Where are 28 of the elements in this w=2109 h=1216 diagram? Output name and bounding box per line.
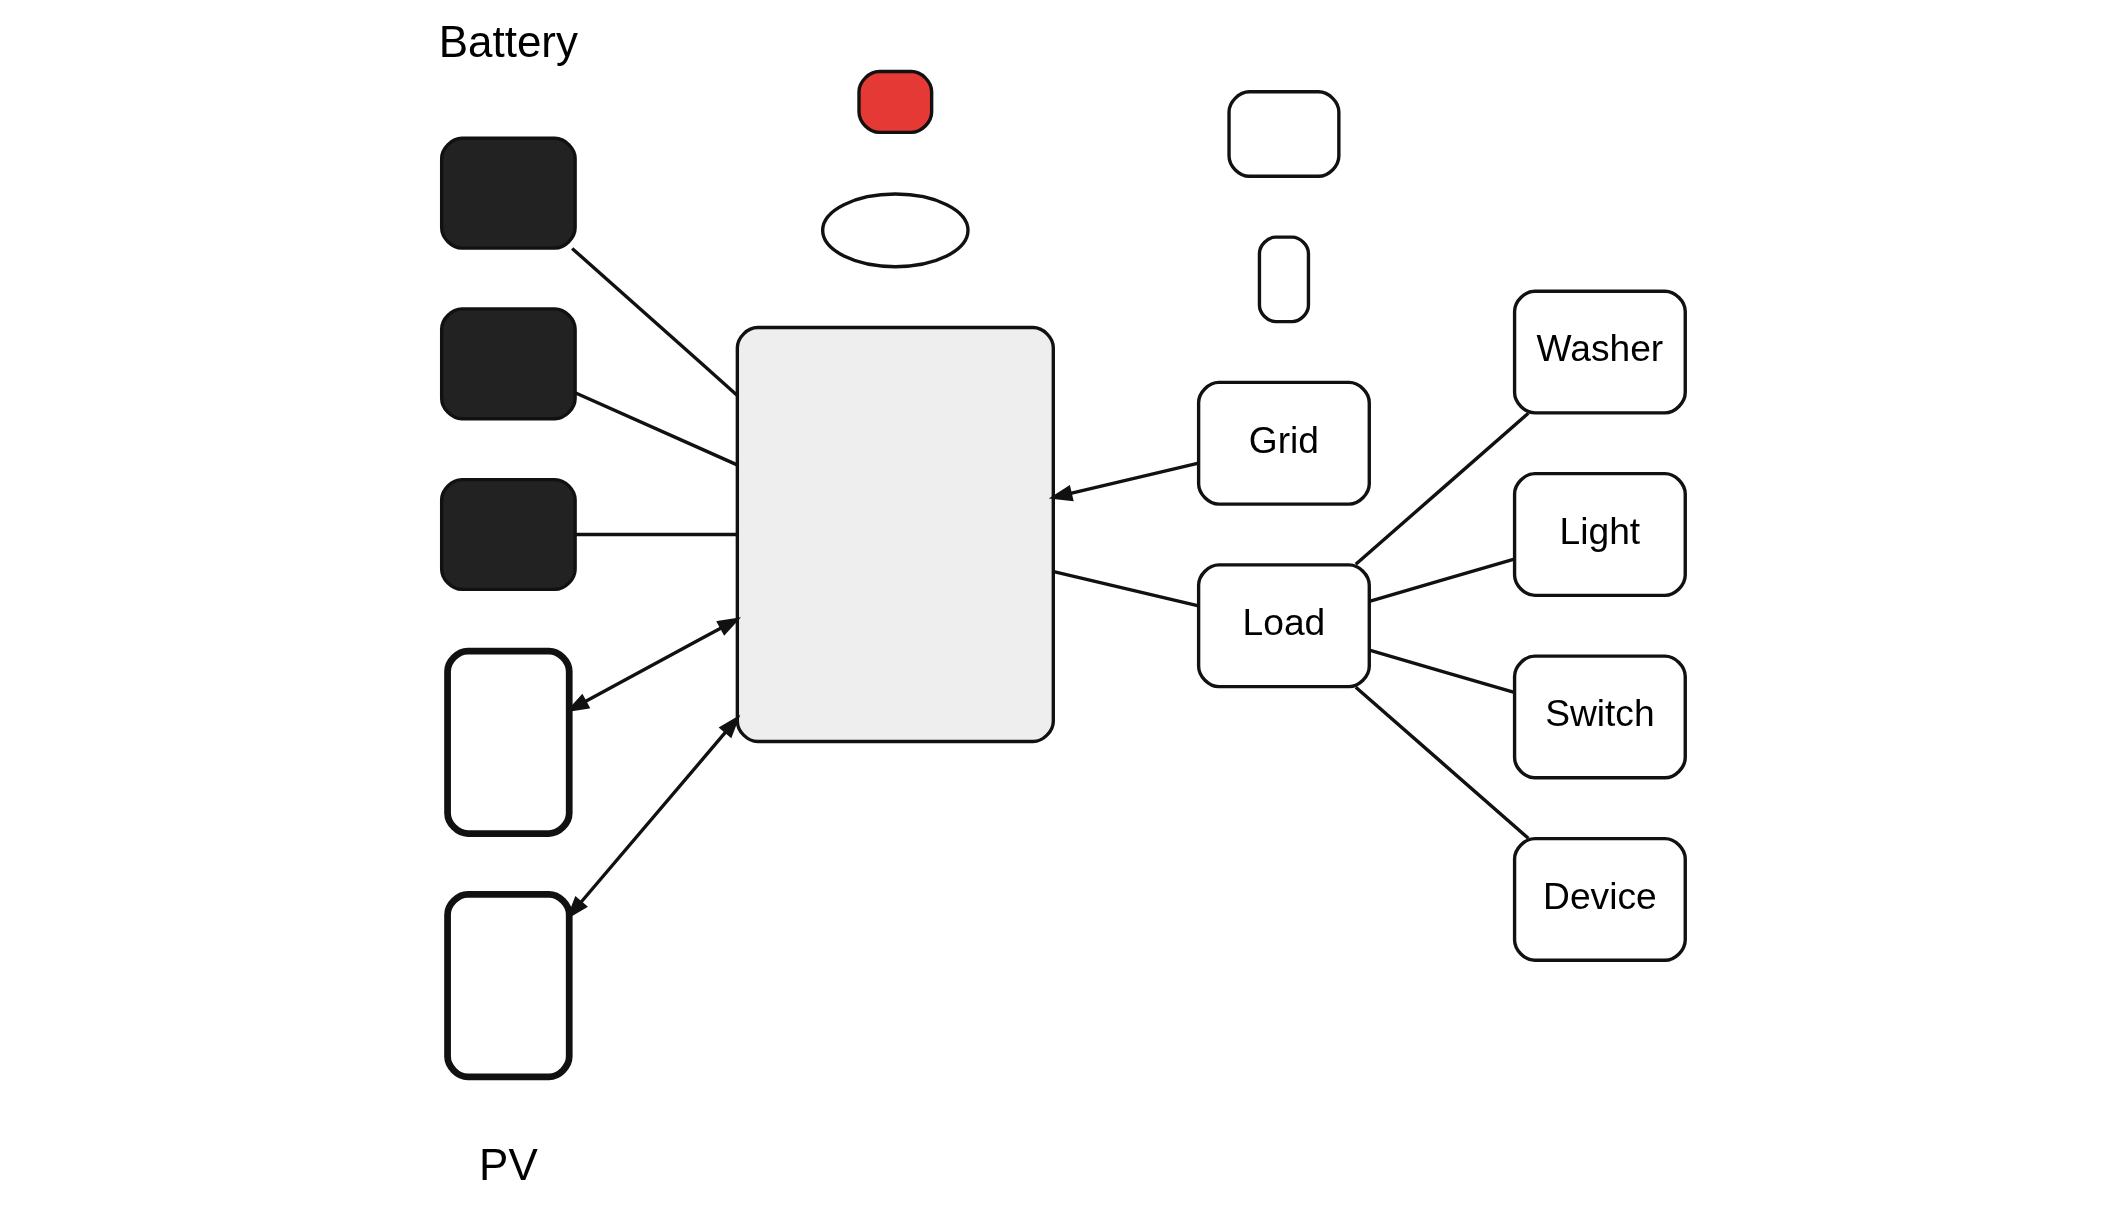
node-box <box>443 891 573 1081</box>
connector <box>1052 569 1199 608</box>
node-box <box>439 307 577 421</box>
connector <box>1354 411 1529 566</box>
node-box <box>735 325 1055 744</box>
node-box <box>439 136 577 250</box>
node-box: Washer <box>1512 289 1687 415</box>
node-box: Device <box>1512 836 1687 962</box>
node-cloud <box>820 192 970 269</box>
arrow <box>565 617 741 713</box>
label: PV <box>478 1140 538 1190</box>
connector <box>1368 557 1515 603</box>
node-box <box>443 647 573 837</box>
label: Battery <box>438 16 578 66</box>
node-box: Switch <box>1512 654 1687 780</box>
connector <box>570 247 738 397</box>
connector <box>1354 685 1529 840</box>
node-box <box>1257 235 1310 324</box>
connector <box>1368 648 1515 695</box>
node-box <box>856 69 933 135</box>
connector <box>573 391 738 467</box>
node-box <box>1226 90 1341 178</box>
node-box <box>439 477 577 592</box>
connector <box>574 532 737 537</box>
node-box: Load <box>1196 563 1371 689</box>
node-box: Light <box>1512 472 1687 598</box>
arrow <box>1048 461 1199 502</box>
node-box: Grid <box>1196 380 1371 506</box>
